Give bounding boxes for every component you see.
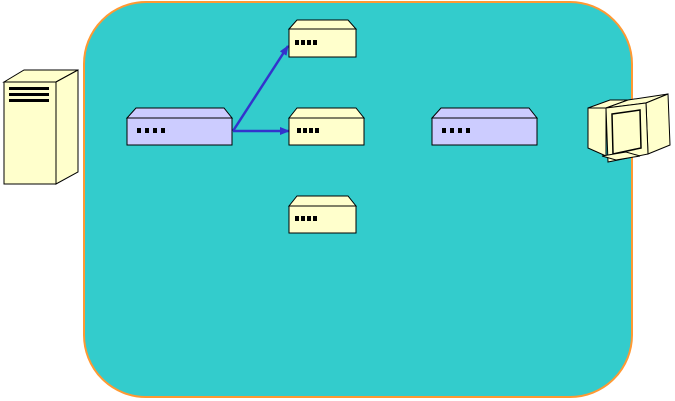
hub-bottom-port: [295, 216, 299, 221]
hub-middle-body: [288, 117, 365, 146]
switch-left-body: [126, 117, 233, 146]
hub-icon-bottom[interactable]: [287, 195, 358, 234]
server-drive-bay: [9, 99, 49, 102]
hub-middle-port: [309, 128, 313, 133]
monitor-side-face: [645, 93, 671, 155]
server-drive-bay: [9, 93, 49, 96]
hub-middle-port: [315, 128, 319, 133]
switch-right-body: [431, 117, 538, 146]
switch-icon-left[interactable]: [125, 107, 234, 146]
hub-bottom-body: [288, 205, 357, 234]
hub-bottom-roof: [287, 195, 358, 207]
switch-left-port: [153, 128, 157, 133]
hub-top-port: [313, 40, 317, 45]
hub-top-roof: [287, 19, 358, 30]
switch-icon-right[interactable]: [430, 107, 539, 146]
hub-icon-top[interactable]: [287, 19, 358, 58]
hub-bottom-port: [301, 216, 305, 221]
server-drive-bay: [9, 87, 49, 90]
monitor-back-side: [587, 107, 607, 157]
hub-top-port: [307, 40, 311, 45]
switch-right-top: [430, 107, 539, 119]
hub-bottom-port: [313, 216, 317, 221]
monitor-base: [601, 151, 641, 161]
switch-left-port: [145, 128, 149, 133]
hub-icon-middle[interactable]: [287, 107, 366, 146]
server-icon[interactable]: [2, 69, 79, 185]
switch-right-port: [458, 128, 462, 133]
server-side-face: [55, 69, 79, 185]
hub-middle-port: [303, 128, 307, 133]
network-cloud: [83, 1, 633, 398]
switch-left-top: [125, 107, 234, 119]
hub-middle-port: [297, 128, 301, 133]
switch-right-port: [466, 128, 470, 133]
switch-left-port: [161, 128, 165, 133]
monitor-icon[interactable]: [587, 93, 671, 163]
switch-left-port: [137, 128, 141, 133]
switch-right-port: [450, 128, 454, 133]
hub-bottom-port: [307, 216, 311, 221]
hub-top-port: [301, 40, 305, 45]
hub-middle-roof: [287, 107, 366, 119]
hub-top-body: [288, 28, 357, 58]
switch-right-port: [442, 128, 446, 133]
link-switch-left-to-device-top: [231, 45, 290, 132]
monitor-screen: [611, 109, 642, 155]
server-front-face: [3, 81, 57, 185]
hub-top-port: [295, 40, 299, 45]
